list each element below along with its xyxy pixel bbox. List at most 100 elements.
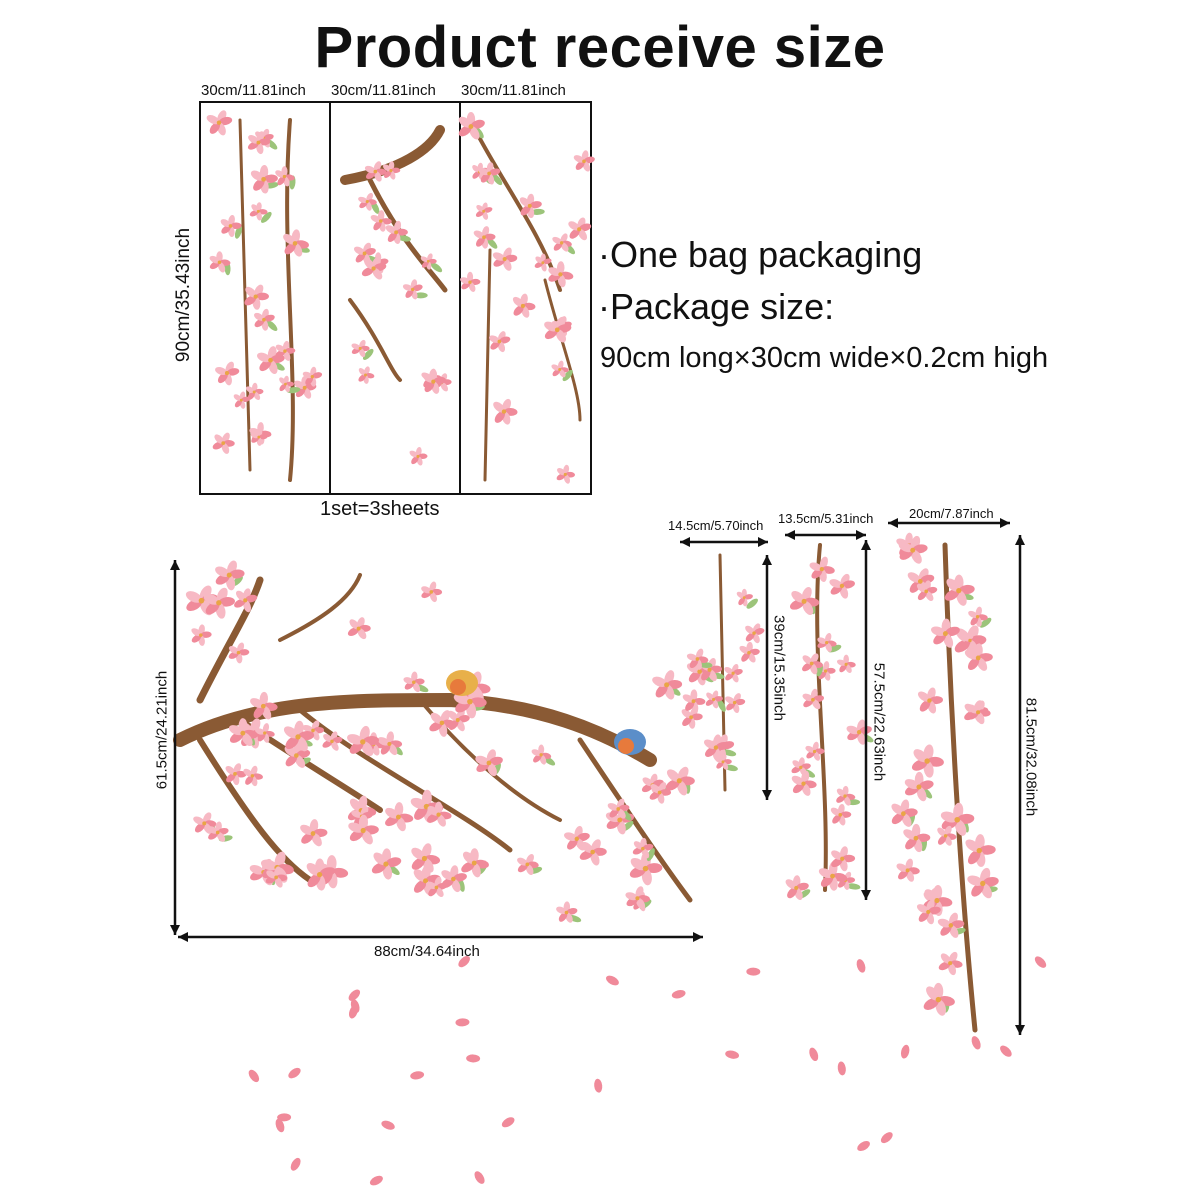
blossom [552, 233, 572, 252]
blossom [377, 731, 403, 756]
petal [247, 391, 255, 400]
petal [274, 877, 283, 888]
blossom [275, 340, 296, 361]
petal [633, 841, 644, 850]
petal [891, 812, 905, 825]
petal [312, 372, 323, 379]
flower-center [487, 171, 491, 176]
petal [625, 892, 638, 901]
petal [421, 586, 432, 594]
petal [493, 401, 505, 413]
petal [555, 329, 567, 343]
flower-center [747, 650, 751, 655]
petal [731, 673, 739, 683]
flower-center [439, 720, 445, 726]
flower-center [695, 657, 700, 661]
petal [422, 858, 434, 873]
blossom [898, 535, 928, 564]
blossom [896, 858, 920, 882]
petal [411, 857, 426, 870]
petal [503, 258, 512, 271]
bird-breast-1 [450, 679, 466, 695]
flower-center [943, 834, 948, 838]
blossom [625, 886, 650, 910]
blossom [736, 588, 753, 607]
petal [741, 652, 750, 662]
petal [811, 568, 823, 579]
petal [260, 859, 278, 871]
petal [448, 710, 459, 721]
flower-center [577, 227, 582, 232]
flower-center [394, 230, 399, 235]
petal [970, 616, 979, 626]
blossom [629, 851, 663, 886]
blossom [385, 220, 408, 245]
petal [681, 709, 692, 719]
petal [903, 829, 917, 840]
hanging-3-width-arrow-head [1000, 518, 1010, 528]
leaf [430, 262, 443, 273]
blossom [206, 110, 233, 136]
hanging-1-height-arrow-head [762, 790, 772, 800]
petal [682, 716, 692, 726]
petal [275, 344, 286, 353]
blossom [306, 858, 336, 891]
flower-center [199, 633, 203, 637]
leaf [492, 173, 503, 186]
flower-center [844, 662, 848, 666]
petal [255, 292, 269, 301]
branch-width-arrow-head [178, 932, 188, 942]
flower-center [910, 547, 916, 553]
petal [191, 634, 202, 643]
petal [275, 170, 285, 178]
petal [836, 788, 846, 797]
petal [960, 634, 971, 642]
petal [716, 761, 724, 769]
petal [307, 873, 321, 888]
petal [414, 805, 428, 820]
petal [567, 838, 578, 850]
blossoms [185, 110, 1047, 1186]
falling-petal [837, 1061, 846, 1076]
petal [387, 231, 397, 242]
blossom [348, 814, 379, 845]
falling-petal [900, 1044, 910, 1059]
flower-center [356, 626, 361, 631]
blossom [358, 366, 375, 384]
blossom [579, 839, 607, 866]
flower-center [564, 910, 569, 915]
petal [257, 732, 266, 742]
blossom [488, 331, 511, 353]
branch-height-arrow-head [170, 560, 180, 570]
petal [428, 258, 437, 264]
petal [234, 598, 246, 608]
blossom [789, 586, 820, 615]
flower-center [252, 390, 256, 394]
blossom [409, 446, 428, 466]
hanging-2-height-arrow-head [861, 890, 871, 900]
blossom [461, 848, 489, 878]
petal [802, 655, 813, 665]
flower-center [330, 739, 334, 744]
petal [228, 645, 239, 654]
petal [228, 725, 244, 736]
branch [577, 737, 693, 903]
flower-center [539, 753, 543, 757]
petal [437, 814, 446, 827]
petal [476, 204, 485, 212]
petal [311, 833, 322, 847]
petal [802, 601, 814, 615]
hanging-2-height: 57.5cm/22.63inch [870, 662, 888, 782]
falling-petal [290, 1157, 301, 1171]
petal [194, 822, 205, 833]
blossom [215, 361, 240, 386]
flower-center [256, 140, 261, 145]
flower-center [471, 860, 477, 866]
blossom [649, 782, 672, 804]
petal [552, 236, 562, 245]
blossom [556, 464, 576, 484]
blossom [817, 632, 837, 652]
blossom [225, 763, 247, 786]
blossom [247, 131, 271, 155]
petal [946, 578, 960, 592]
